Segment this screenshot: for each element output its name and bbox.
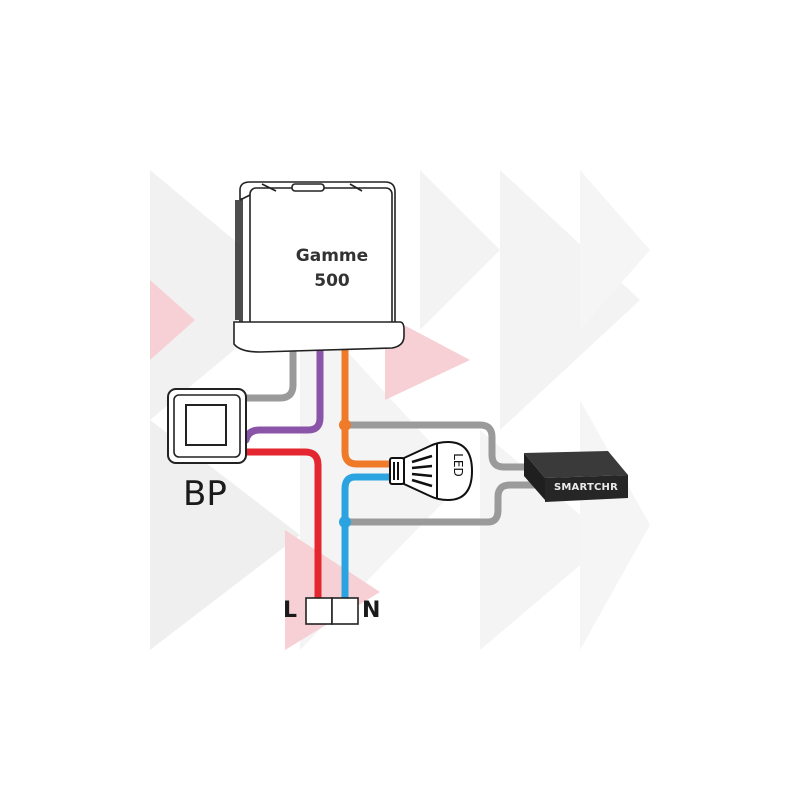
module-label: Gamme 500	[262, 244, 402, 294]
gamme-module	[233, 181, 405, 353]
led-bulb-icon	[389, 440, 474, 502]
junction-blue	[339, 516, 351, 528]
terminal-block	[305, 597, 359, 625]
wire-gray-bp	[240, 341, 297, 402]
terminal-live-label: L	[283, 598, 298, 623]
wires	[240, 339, 544, 604]
wire-orange	[341, 339, 396, 468]
wire-gray-bottom	[341, 481, 544, 526]
wire-purple	[242, 341, 324, 444]
wire-blue	[341, 473, 396, 604]
smartchr-device	[524, 451, 628, 502]
junction-orange	[339, 419, 351, 431]
smart-device-label: SMARTCHR	[554, 482, 618, 493]
bulb-label: LED	[450, 453, 465, 477]
push-button-label: BP	[183, 474, 227, 514]
push-button-symbol	[167, 388, 247, 464]
module-label-line2: 500	[314, 271, 350, 291]
wire-gray-top	[341, 421, 534, 471]
module-label-line1: Gamme	[295, 246, 369, 266]
wire-red	[242, 448, 322, 604]
terminal-neutral-label: N	[362, 598, 381, 623]
